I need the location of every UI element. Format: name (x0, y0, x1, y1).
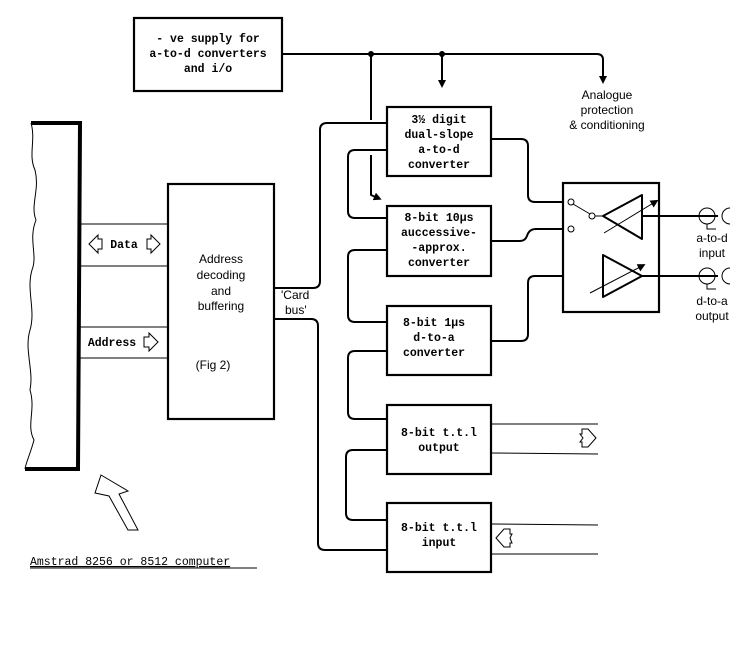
block-text: a-to-d (418, 144, 460, 157)
label-text: protection (581, 103, 634, 117)
connector-label: d-to-a (696, 294, 728, 308)
variable-amplifier-icon (602, 254, 643, 298)
block-text: Address (199, 252, 243, 266)
block-text: 8-bit 1µs (403, 317, 465, 330)
dac-output-connector: d-to-a output (695, 267, 731, 323)
block-text: auccessive- (401, 227, 477, 240)
switch-icon (588, 212, 596, 220)
block-text: decoding (197, 268, 246, 282)
connector-label: input (699, 246, 726, 260)
ttl-output-block: 8-bit t.t.l output (385, 403, 493, 476)
block-text: 8-bit t.t.l (401, 522, 477, 535)
block-text: dual-slope (404, 129, 473, 142)
dac-block: 8-bit 1µs d-to-a converter (385, 304, 493, 377)
block-text: -approx. (411, 242, 466, 255)
block-text: a-to-d converters (149, 48, 266, 61)
block-text: converter (408, 159, 470, 172)
connector-label: output (695, 309, 729, 323)
supply-block: - ve supply for a-to-d converters and i/… (132, 16, 284, 93)
data-bus: Data (80, 223, 167, 267)
arrow-left-icon (495, 528, 513, 548)
block-text: and i/o (184, 63, 232, 76)
block-text: input (422, 537, 457, 550)
block-text: - ve supply for (156, 33, 260, 46)
block-text: output (418, 442, 459, 455)
bidirectional-arrow-icon (88, 233, 103, 255)
analogue-protection-block (561, 181, 718, 314)
block-text: converter (403, 347, 465, 360)
block-text: converter (408, 257, 470, 270)
block-text: 8-bit t.t.l (401, 427, 477, 440)
arrow-right-icon (579, 428, 597, 448)
pointer-arrow-icon (94, 474, 139, 531)
card-bus-label: 'Card (281, 288, 309, 302)
adc-dual-slope-block: 3½ digit dual-slope a-to-d converter (385, 105, 493, 178)
supply-rail (282, 51, 607, 201)
analogue-links (491, 138, 603, 342)
card-bus: 'Card bus' (274, 122, 387, 551)
computer-label: Amstrad 8256 or 8512 computer (30, 556, 230, 569)
adc-input-connector: a-to-d input (696, 207, 731, 260)
bidirectional-arrow-icon (146, 233, 161, 255)
block-text: 8-bit 10µs (404, 212, 473, 225)
block-links (345, 149, 387, 521)
address-decoding-block: Address decoding and buffering (Fig 2) (166, 182, 276, 421)
connector-label: a-to-d (696, 231, 727, 245)
arrow-right-icon (143, 331, 159, 353)
block-text: and (211, 284, 231, 298)
figure-reference: (Fig 2) (196, 358, 231, 372)
ttl-input-block: 8-bit t.t.l input (385, 501, 493, 574)
computer-edge (24, 121, 83, 471)
analogue-label: Analogue protection & conditioning (569, 88, 644, 132)
ttl-output-bus (490, 423, 599, 455)
block-text: buffering (198, 299, 244, 313)
label-text: Analogue (582, 88, 633, 102)
adc-successive-approx-block: 8-bit 10µs auccessive- -approx. converte… (385, 204, 493, 278)
block-text: d-to-a (413, 332, 455, 345)
data-bus-label: Data (110, 239, 138, 252)
label-text: & conditioning (569, 118, 644, 132)
address-bus-label: Address (88, 337, 136, 350)
ttl-input-bus (490, 523, 599, 555)
card-bus-label: bus' (285, 303, 307, 317)
address-bus: Address (80, 326, 167, 359)
block-text: 3½ digit (411, 114, 466, 127)
